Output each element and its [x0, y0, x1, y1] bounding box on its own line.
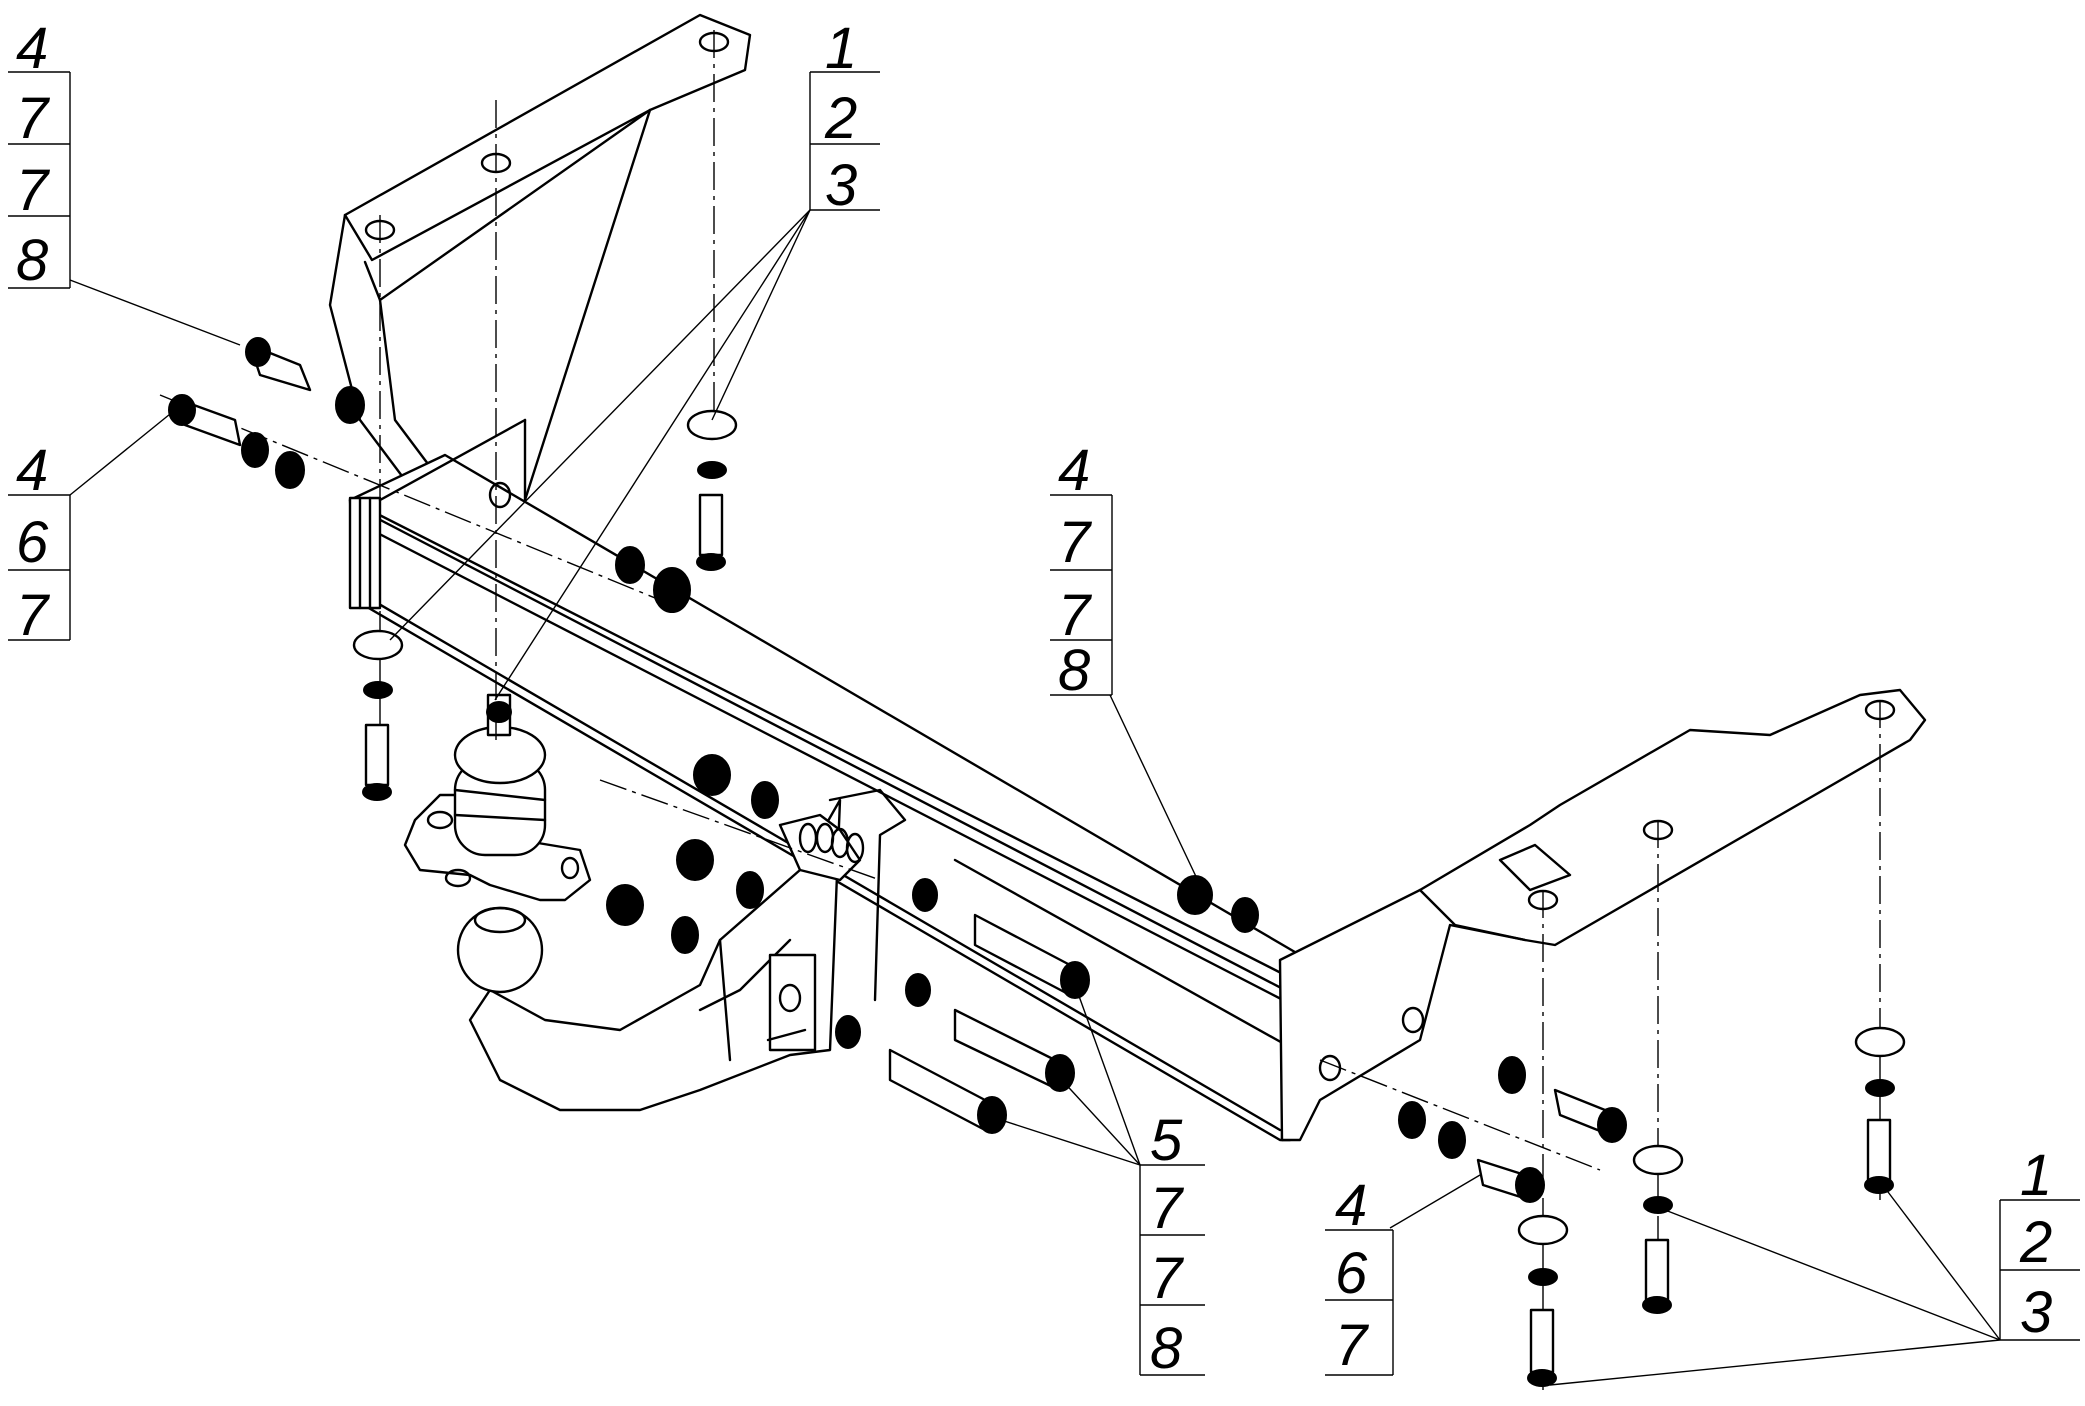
washer	[1854, 1026, 1906, 1058]
callout-cells	[809, 71, 880, 211]
leader-lines	[69, 209, 2001, 1386]
callout-number: 1	[825, 16, 857, 81]
bolt	[1642, 1238, 1672, 1314]
washer	[1231, 897, 1259, 933]
callout-cells	[1999, 1199, 2080, 1341]
callout-number: 4	[16, 438, 48, 503]
callout-number: 2	[2019, 1210, 2052, 1275]
callout-number: 7	[1058, 583, 1093, 648]
washer	[335, 386, 365, 424]
spring-washer	[363, 681, 393, 699]
washer	[905, 973, 931, 1007]
bolt	[953, 1008, 1075, 1092]
washer	[1438, 1121, 1466, 1159]
washer	[736, 871, 764, 909]
bolt	[1864, 1118, 1894, 1194]
callout-number: 7	[1058, 510, 1093, 575]
washer	[275, 451, 305, 489]
callout-cells	[1050, 494, 1113, 696]
washer	[1398, 1101, 1426, 1139]
bolt	[973, 913, 1090, 999]
callout-number: 8	[1058, 638, 1090, 703]
callout-cells	[8, 494, 71, 641]
bolt	[1527, 1308, 1557, 1387]
right-bracket	[1278, 688, 1927, 1142]
callout-number: 4	[1058, 438, 1090, 503]
callout-number: 4	[1335, 1173, 1367, 1238]
callout-number: 7	[16, 583, 51, 648]
callout-bottom-right-a: 4 6 7	[1325, 1173, 1394, 1378]
assembly-axes	[159, 30, 1881, 1390]
socket-assembly	[403, 693, 592, 994]
callout-top-center: 1 2 3	[809, 16, 880, 218]
callout-top-left: 4 7 7 8	[8, 16, 71, 293]
spring-washer	[697, 461, 727, 479]
tow-ball-arm	[468, 788, 907, 1112]
spring-washer	[1528, 1268, 1558, 1286]
spring-washer	[1643, 1196, 1673, 1214]
left-bracket	[328, 13, 752, 502]
washer	[671, 916, 699, 954]
callout-cells	[1139, 1164, 1205, 1376]
callout-center-right: 4 7 7 8	[1050, 438, 1113, 703]
callout-cells	[1325, 1229, 1394, 1376]
washer	[835, 1015, 861, 1049]
washer	[1632, 1144, 1684, 1176]
callout-number: 2	[824, 86, 857, 151]
washer	[352, 629, 404, 661]
callout-number: 3	[825, 153, 857, 218]
nut	[606, 884, 644, 926]
bolt	[362, 723, 392, 801]
bolt	[1476, 1158, 1545, 1203]
washer	[751, 781, 779, 819]
fasteners	[168, 337, 1906, 1387]
bolt	[168, 394, 242, 447]
callout-left-middle: 4 6 7	[8, 438, 71, 648]
callout-number: 7	[16, 86, 51, 151]
spring-washer	[1865, 1079, 1895, 1097]
nut	[653, 567, 691, 613]
callout-number: 4	[16, 16, 48, 81]
washer	[241, 432, 269, 468]
callout-bottom-center: 5 7 7 8	[1139, 1108, 1205, 1381]
bolt	[696, 493, 726, 571]
washer	[1517, 1214, 1569, 1246]
callout-cells	[8, 71, 71, 289]
callout-number: 7	[1150, 1246, 1185, 1311]
callout-number: 8	[1150, 1316, 1182, 1381]
washer	[686, 409, 738, 441]
callout-number: 6	[1335, 1241, 1368, 1306]
bolt	[245, 337, 312, 392]
callout-number: 6	[16, 510, 49, 575]
nut	[615, 546, 645, 584]
callout-number: 7	[1150, 1176, 1185, 1241]
bolt	[888, 1048, 1007, 1134]
washer	[912, 878, 938, 912]
callout-number: 7	[16, 158, 51, 223]
nut	[676, 839, 714, 881]
callout-bottom-right-b: 1 2 3	[1999, 1143, 2080, 1345]
washer	[1498, 1056, 1526, 1094]
nut	[1177, 875, 1213, 915]
callout-number: 5	[1150, 1108, 1183, 1173]
callout-number: 1	[2020, 1143, 2052, 1208]
callout-number: 8	[16, 228, 48, 293]
bolt	[1553, 1088, 1627, 1143]
callout-number: 7	[1335, 1313, 1370, 1378]
nut	[693, 754, 731, 796]
callout-number: 3	[2020, 1280, 2052, 1345]
